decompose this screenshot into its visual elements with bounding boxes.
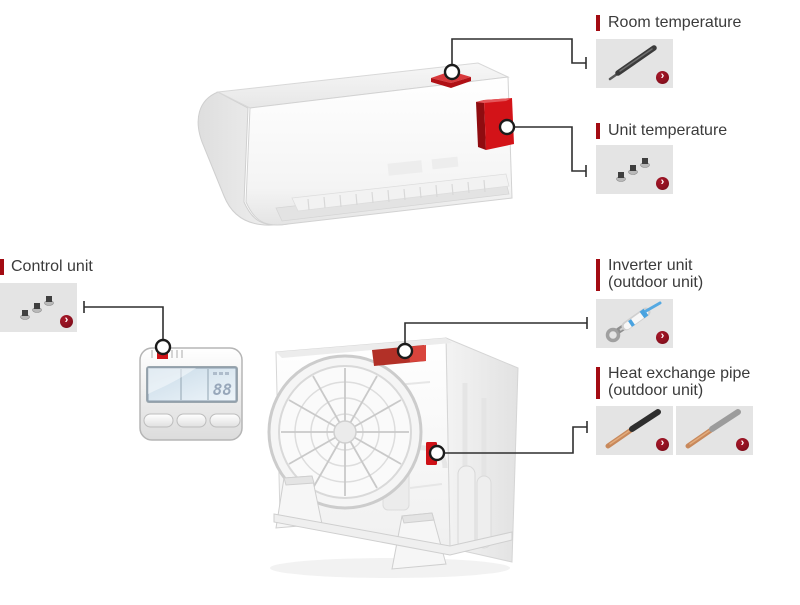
chevron-right-icon: ›	[660, 70, 665, 82]
sensor-set-icon	[616, 158, 650, 182]
control-unit-label: Control unit	[11, 258, 93, 275]
controller-button-3[interactable]	[209, 413, 241, 428]
chevron-right-icon: ›	[660, 437, 665, 449]
pipe-sensor-gray-sleeve-icon	[685, 409, 741, 449]
inverter-unit-accent-bar	[596, 259, 600, 291]
room-temperature-label: Room temperature	[608, 14, 742, 31]
temperature-probe-icon	[608, 45, 657, 81]
room-temperature-accent-bar	[596, 15, 600, 31]
outdoor-unit-illustration	[260, 328, 524, 580]
control-unit-illustration: 88	[134, 336, 250, 448]
outdoor-unit-drawing	[267, 337, 519, 578]
fan-grille	[267, 354, 423, 510]
inverter-unit-more-button[interactable]: ›	[656, 331, 669, 344]
controller-display-value: 88	[213, 380, 232, 399]
control-unit-more-button[interactable]: ›	[60, 315, 73, 328]
heat-exchange-pipe-more-button-2[interactable]: ›	[736, 438, 749, 451]
chevron-right-icon: ›	[740, 437, 745, 449]
inverter-unit-label: Inverter unit (outdoor unit)	[608, 257, 703, 291]
room-temperature-more-button[interactable]: ›	[656, 71, 669, 84]
heat-exchange-pipe-thumbnail-2[interactable]: ›	[676, 406, 753, 455]
heat-exchange-pipe-thumbnail-1[interactable]: ›	[596, 406, 673, 455]
heat-exchange-pipe-accent-bar	[596, 367, 600, 399]
control-unit-accent-bar	[0, 259, 4, 275]
controller-button-1[interactable]	[143, 413, 174, 428]
unit-temperature-accent-bar	[596, 123, 600, 139]
control-unit-drawing: 88	[139, 347, 243, 441]
unit-temperature-label: Unit temperature	[608, 122, 728, 139]
control-unit-marker	[157, 348, 168, 359]
mounting-feet	[273, 475, 513, 570]
controller-button-2[interactable]	[176, 413, 207, 428]
heat-exchange-pipe-label-line2: (outdoor unit)	[608, 382, 704, 399]
chevron-right-icon: ›	[64, 314, 69, 326]
unit-temperature-marker	[476, 98, 514, 150]
heat-exchange-pipe-label-line1: Heat exchange pipe	[608, 365, 751, 382]
sensor-set-icon	[20, 296, 54, 320]
unit-temperature-thumbnail[interactable]: ›	[596, 145, 673, 194]
chevron-right-icon: ›	[660, 330, 665, 342]
pipe-sensor-black-sleeve-icon	[605, 409, 661, 449]
heat-exchange-pipe-label: Heat exchange pipe (outdoor unit)	[608, 365, 750, 399]
heat-exchange-pipe-more-button-1[interactable]: ›	[656, 438, 669, 451]
chevron-right-icon: ›	[660, 176, 665, 188]
indoor-unit-illustration	[188, 50, 520, 236]
indoor-unit-drawing	[197, 62, 514, 226]
inverter-unit-label-line2: (outdoor unit)	[608, 274, 704, 291]
heat-exchange-pipe-marker	[426, 442, 437, 465]
inverter-unit-thumbnail[interactable]: ›	[596, 299, 673, 348]
inverter-unit-label-line1: Inverter unit	[608, 257, 693, 274]
ring-terminal-sensor-icon	[605, 301, 662, 343]
unit-temperature-more-button[interactable]: ›	[656, 177, 669, 190]
room-temperature-thumbnail[interactable]: ›	[596, 39, 673, 88]
control-unit-thumbnail[interactable]: ›	[0, 283, 77, 332]
